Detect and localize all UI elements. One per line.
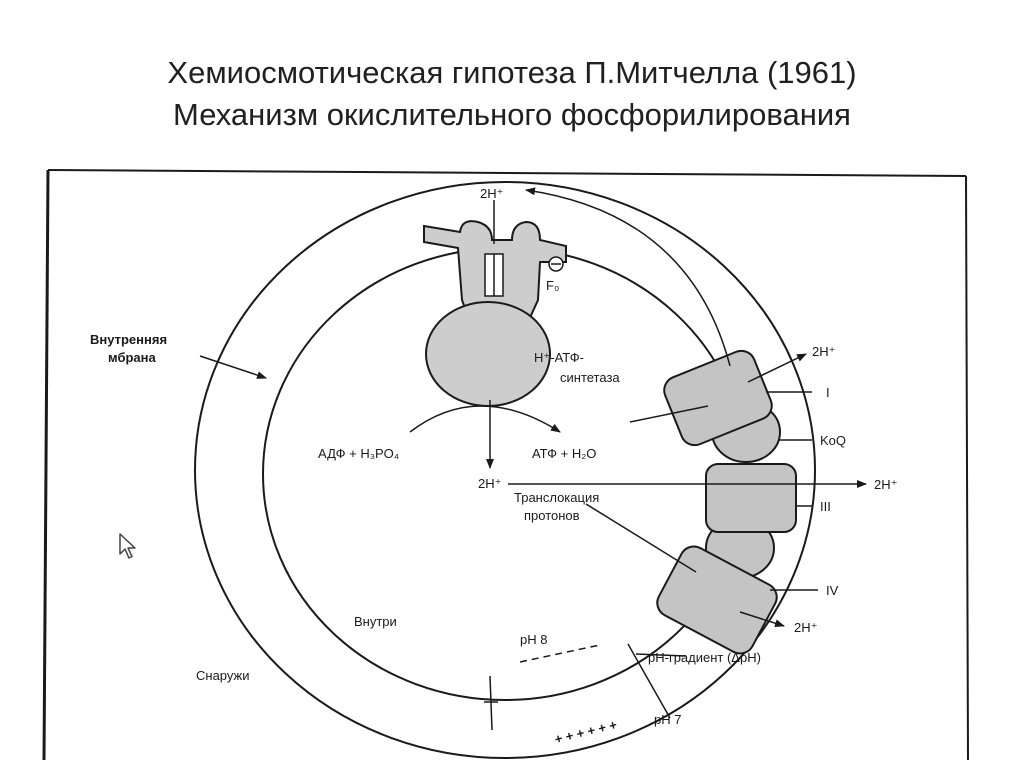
proton-complex3-label: 2H⁺ xyxy=(874,477,897,492)
ph-gradient-markers xyxy=(484,643,671,731)
proton-top-label: 2H⁺ xyxy=(480,186,503,201)
f1-head xyxy=(425,301,551,407)
title-line-2: Механизм окислительного фосфорилирования xyxy=(173,97,851,132)
slide-title: Хемиосмотическая гипотеза П.Митчелла (19… xyxy=(0,52,1024,136)
atp-synthase-label-1: H⁺-АТФ- xyxy=(534,350,584,365)
reaction-right-label: АТФ + H₂O xyxy=(532,446,596,461)
ph-gradient-label: pH-градиент (ΔpH) xyxy=(648,650,761,665)
proton-complex1-label: 2H⁺ xyxy=(812,344,835,359)
plus-signs-label: + + + + + + xyxy=(553,717,619,747)
proton-center-label: 2H⁺ xyxy=(478,476,501,491)
reaction-left-label: АДФ + H₃PO₄ xyxy=(318,446,399,461)
ph7-label: pH 7 xyxy=(654,712,681,727)
complex-4-label: IV xyxy=(826,583,839,598)
inside-label: Внутри xyxy=(354,614,397,629)
complex-1 xyxy=(663,349,773,447)
diagram-labels: Внутренняя мбрана 2H⁺ F₀ H⁺-АТФ- синтета… xyxy=(90,186,897,747)
figure-frame xyxy=(42,169,969,761)
ph8-label: pH 8 xyxy=(520,632,547,647)
complex-3-label: III xyxy=(820,499,831,514)
complex-4 xyxy=(656,545,778,655)
outside-label: Снаружи xyxy=(196,668,250,683)
koq-label: KoQ xyxy=(820,433,846,448)
atp-synthase-label-2: синтетаза xyxy=(560,370,620,385)
arrow-proton-top xyxy=(525,187,731,367)
complex-1-label: I xyxy=(826,385,830,400)
mouse-pointer-icon xyxy=(119,533,136,559)
inner-membrane-label-2: мбрана xyxy=(108,350,156,365)
arrows xyxy=(199,187,867,657)
proton-complex4-label: 2H⁺ xyxy=(794,620,817,635)
inner-membrane-label-1: Внутренняя xyxy=(90,332,167,347)
arrow-proton-complex4 xyxy=(739,611,785,628)
arrow-inner-membrane xyxy=(199,355,267,379)
translocation-label-2: протонов xyxy=(524,508,580,523)
outer-membrane xyxy=(194,181,816,759)
translocation-label-1: Транслокация xyxy=(514,490,599,505)
respiratory-chain xyxy=(656,349,797,655)
f0-label: F₀ xyxy=(546,278,559,293)
complex-3 xyxy=(705,463,797,533)
arrow-proton-complex1 xyxy=(747,353,807,383)
arrow-adp-to-atp xyxy=(409,405,561,433)
atp-synthase xyxy=(423,220,567,407)
title-line-1: Хемиосмотическая гипотеза П.Митчелла (19… xyxy=(167,55,857,90)
